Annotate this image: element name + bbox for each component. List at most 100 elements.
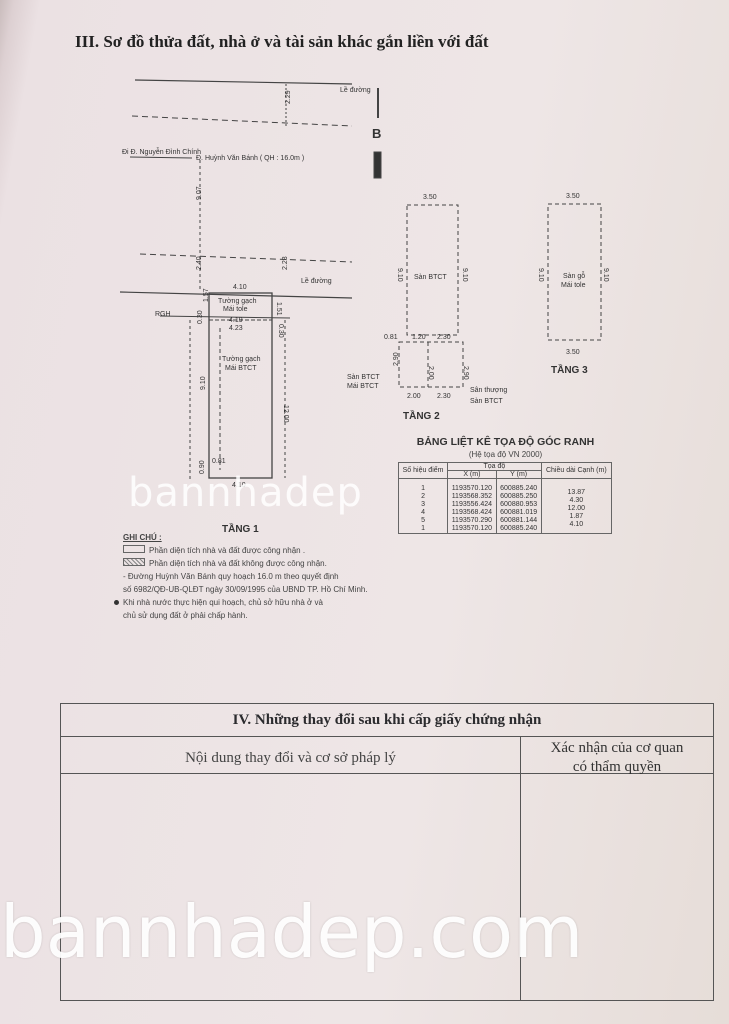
dim-label: 2.90 (462, 366, 469, 380)
note-text: - Đường Huỳnh Văn Bánh quy hoạch 16.0 m … (123, 572, 339, 581)
cell-length: 12.00 (567, 505, 586, 512)
cell-y: 600885.250 (500, 493, 538, 500)
road-name: Đ. Huỳnh Văn Bánh ( QH : 16.0m ) (196, 155, 304, 162)
cell-y: 600880.953 (500, 501, 538, 508)
dim-label: 9.07 (196, 186, 203, 200)
legend-recognized: Phần diện tích nhà và đất được công nhận… (123, 544, 403, 557)
north-marker-icon (373, 151, 382, 179)
note-text: số 6982/QĐ-UB-QLĐT ngày 30/09/1995 của U… (123, 585, 368, 594)
floor2-label: Mái BTCT (347, 383, 379, 390)
dim-label: 9.10 (396, 268, 403, 282)
room-label: Mái tole (223, 306, 248, 313)
note-text: Khi nhà nước thực hiện qui hoạch, chủ sở… (123, 598, 323, 607)
floor3-title: TẦNG 3 (551, 363, 588, 376)
dim-label: 9.10 (200, 376, 207, 390)
road-edge-line (134, 79, 353, 85)
dim-label: 0.81 (384, 334, 398, 341)
cell-y: 600881.019 (500, 509, 538, 516)
confirm-line: có thẩm quyền (572, 759, 662, 775)
dim-label: 9.10 (537, 268, 544, 282)
dim-label: 4.10 (233, 284, 247, 291)
watermark-small: bannhadep (128, 470, 363, 516)
cell-x: 1193570.120 (451, 485, 493, 492)
header-length: Chiều dài Cạnh (m) (540, 462, 613, 479)
dim-label: 2.30 (437, 334, 451, 341)
cell-point: 2 (421, 493, 425, 500)
floor3-label: Mái tole (561, 282, 586, 289)
column-divider (520, 774, 521, 1000)
floor2-terrace-outline (398, 341, 464, 388)
cell-point: 1 (421, 485, 425, 492)
cell-length: 4.10 (569, 521, 584, 528)
cell-x: 1193568.352 (451, 493, 493, 500)
section-4-table: IV. Những thay đổi sau khi cấp giấy chứn… (60, 703, 714, 1001)
dim-label: 12.00 (282, 405, 289, 423)
dim-label: 2.40 (196, 256, 203, 270)
dim-label: 2.00 (427, 366, 434, 380)
dim-label: 1.57 (203, 288, 210, 302)
floor2-label: Sàn BTCT (470, 398, 503, 405)
dim-label: 0.30 (197, 310, 204, 324)
road-center-line (131, 115, 353, 127)
dim-label: 1.51 (275, 302, 282, 316)
sidewalk-label: Lề đường (340, 85, 371, 94)
cell-point: 3 (421, 501, 425, 508)
dim-label: 2.00 (407, 393, 421, 400)
dim-label: 9.10 (461, 268, 468, 282)
rgh-label: RGH (155, 311, 171, 318)
dim-label: 0.90 (199, 460, 206, 474)
floor2-label: Sân thượng (470, 387, 507, 394)
coord-table-title: BẢNG LIỆT KÊ TỌA ĐỘ GÓC RANH (416, 436, 595, 448)
room-label: Tường gạch (222, 356, 261, 363)
room-label: Tường gạch (218, 298, 257, 305)
dim-label: 2.23 (282, 256, 289, 270)
floor2-label: Sàn BTCT (347, 374, 380, 381)
sidewalk-label: Lề đường (301, 276, 332, 285)
rgh-line (159, 315, 291, 319)
cell-point: 4 (421, 509, 425, 516)
road-underline (129, 156, 193, 159)
floor3-label: Sàn gỗ (563, 271, 585, 280)
legend-not-recognized: Phần diện tích nhà và đất không được côn… (123, 557, 403, 570)
floor2-outline (406, 204, 459, 336)
dim-label: 3.50 (423, 194, 437, 201)
bullet-icon (114, 600, 119, 605)
dim-label: 9.10 (602, 268, 609, 282)
sidewalk-line (139, 253, 353, 263)
section-4-title: IV. Những thay đổi sau khi cấp giấy chứn… (61, 704, 713, 737)
dim-label: 2.90 (393, 352, 400, 366)
dim-label: 4.23 (229, 325, 243, 332)
dim-label: 4.10 (232, 482, 246, 489)
coord-table-subtitle: (Hệ tọa độ VN 2000) (468, 450, 543, 459)
dim-label: 2.29 (285, 90, 292, 104)
cell-x: 1193556.424 (451, 501, 493, 508)
dim-label: 0.81 (212, 458, 226, 465)
coord-table: Số hiệu điểm Tọa độ Chiều dài Cạnh (m) X… (397, 462, 613, 534)
legend-swatch-plain-icon (123, 545, 145, 553)
road-secondary: Đi Đ. Nguyễn Đình Chính (122, 147, 201, 156)
legend-text: Phần diện tích nhà và đất không được côn… (149, 559, 327, 568)
lot-front-line (119, 291, 353, 299)
header-y: Y (m) (495, 470, 542, 479)
dim-label: 3.50 (566, 193, 580, 200)
legend-text: Phần diện tích nhà và đất được công nhận… (149, 546, 306, 555)
header-x: X (m) (447, 470, 497, 479)
cell-length: 1.87 (569, 513, 584, 520)
cell-x: 1193570.290 (451, 517, 493, 524)
cell-length: 4.30 (569, 497, 584, 504)
legend-swatch-hatched-icon (123, 558, 145, 566)
header-point: Số hiệu điểm (397, 462, 449, 479)
column-header-content: Nội dung thay đổi và cơ sở pháp lý (61, 737, 521, 774)
note-text: chủ sử dụng đất ở phải chấp hành. (123, 611, 248, 620)
header-coords: Tọa độ (447, 462, 542, 471)
floor1-title: TẦNG 1 (222, 522, 259, 535)
cell-y: 600885.240 (500, 525, 538, 532)
dim-label: 0.30 (277, 324, 284, 338)
cell-x: 1193570.120 (451, 525, 493, 532)
floor2-title: TẦNG 2 (403, 409, 440, 422)
dim-label: 3.50 (566, 349, 580, 356)
notes: GHI CHÚ : Phần diện tích nhà và đất được… (114, 531, 403, 622)
